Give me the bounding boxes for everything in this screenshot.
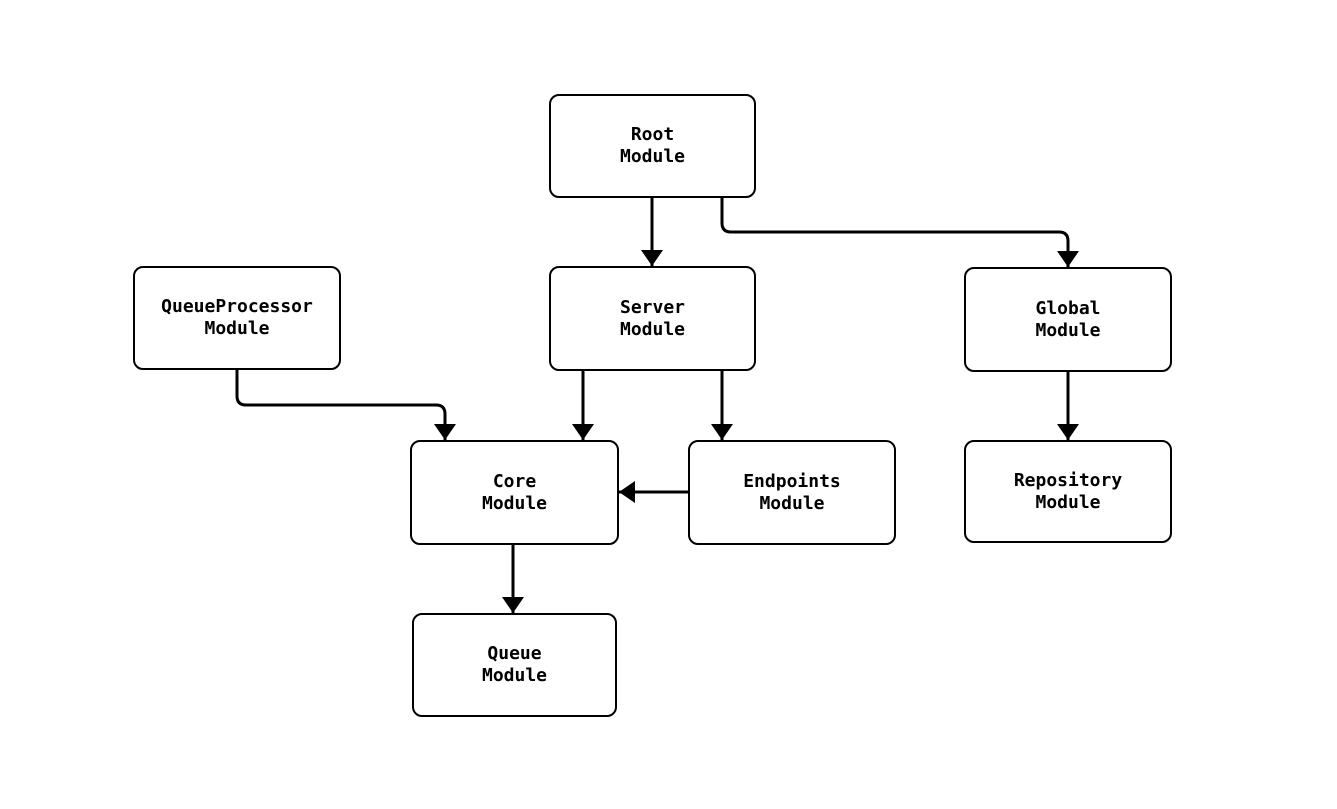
node-queue-module: Queue Module [412,613,617,717]
edge-queueprocessor-to-core [235,370,456,440]
node-root-module: Root Module [549,94,756,198]
node-root-module-label: Root Module [619,124,686,167]
node-endpoints-module: Endpoints Module [688,440,896,545]
node-server-module-label: Server Module [619,296,686,340]
node-queueprocessor-module-label: QueueProcessor Module [161,296,313,339]
edges-group [235,198,1079,613]
node-server-module: Server Module [549,266,756,371]
node-queue-module-label: Queue Module [481,643,548,686]
edge-root-to-global [720,198,1079,267]
node-global-module: Global Module [964,267,1172,372]
node-core-module: Core Module [410,440,619,545]
node-core-module-label: Core Module [481,470,548,514]
node-endpoints-module-label: Endpoints Module [743,470,841,514]
node-global-module-label: Global Module [1035,297,1101,341]
node-queueprocessor-module: QueueProcessor Module [133,266,341,370]
node-repository-module: Repository Module [964,440,1172,543]
node-repository-module-label: Repository Module [1013,469,1123,513]
